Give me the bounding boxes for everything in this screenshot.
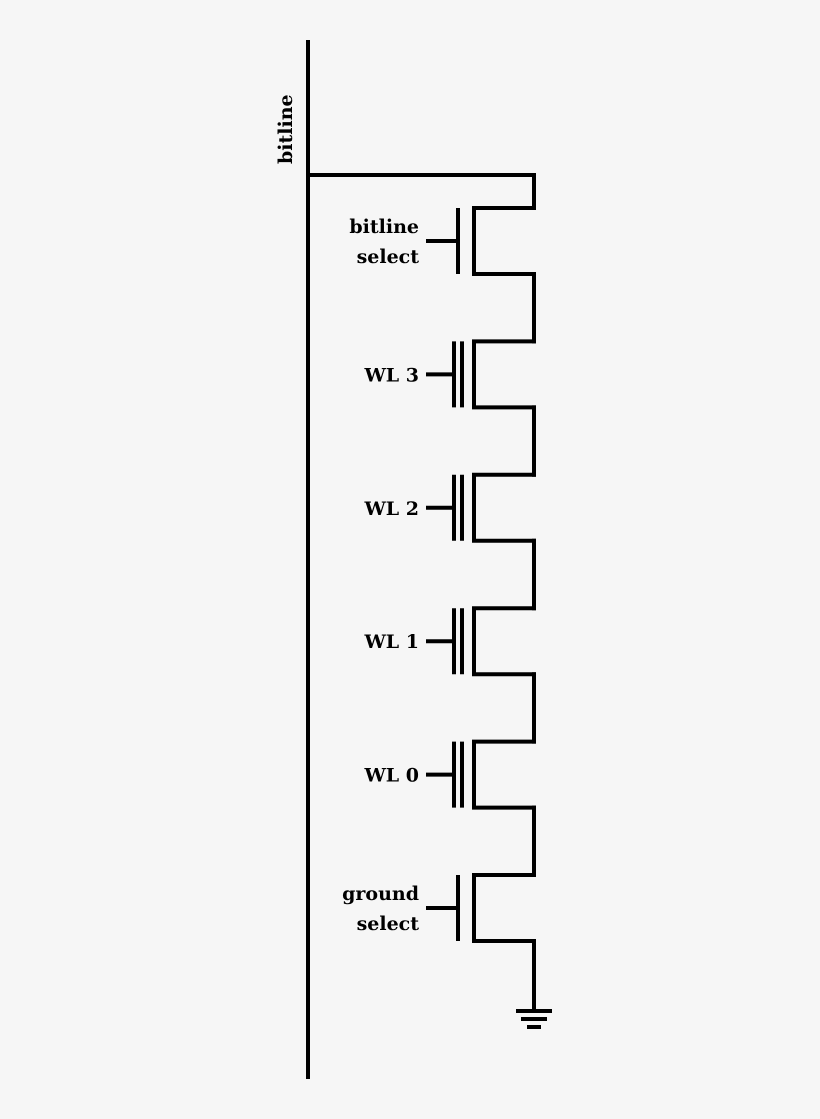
transistor-channel: [472, 206, 536, 276]
bitline-connection-wire: [306, 173, 536, 210]
transistor-channel: [472, 739, 536, 810]
transistor-string: bitline select WL 3 WL 2 WL 1 WL 0 ground selec…: [342, 206, 536, 943]
transistor-label: WL 2: [363, 498, 419, 520]
transistor-wl2: WL 2: [363, 472, 536, 611]
transistor-label: select: [357, 246, 420, 268]
transistor-wl0: WL 0: [363, 739, 536, 877]
transistor-wl1: WL 1: [363, 606, 536, 744]
transistor-channel: [472, 873, 536, 943]
transistor-label: WL 0: [363, 765, 419, 787]
transistor-label: ground: [342, 883, 419, 905]
bitline-label: bitline: [275, 94, 297, 164]
transistor-wl3: WL 3: [363, 339, 536, 477]
transistor-label: WL 1: [363, 631, 419, 653]
ground-icon: [516, 939, 552, 1029]
transistor-channel: [472, 606, 536, 677]
transistor-label: WL 3: [363, 364, 419, 386]
transistor-channel: [472, 339, 536, 410]
transistor-ground-select: ground select: [342, 873, 536, 943]
transistor-label: select: [357, 913, 420, 935]
transistor-channel: [472, 472, 536, 543]
transistor-label: bitline: [349, 216, 419, 238]
transistor-bitline-select: bitline select: [349, 206, 536, 344]
